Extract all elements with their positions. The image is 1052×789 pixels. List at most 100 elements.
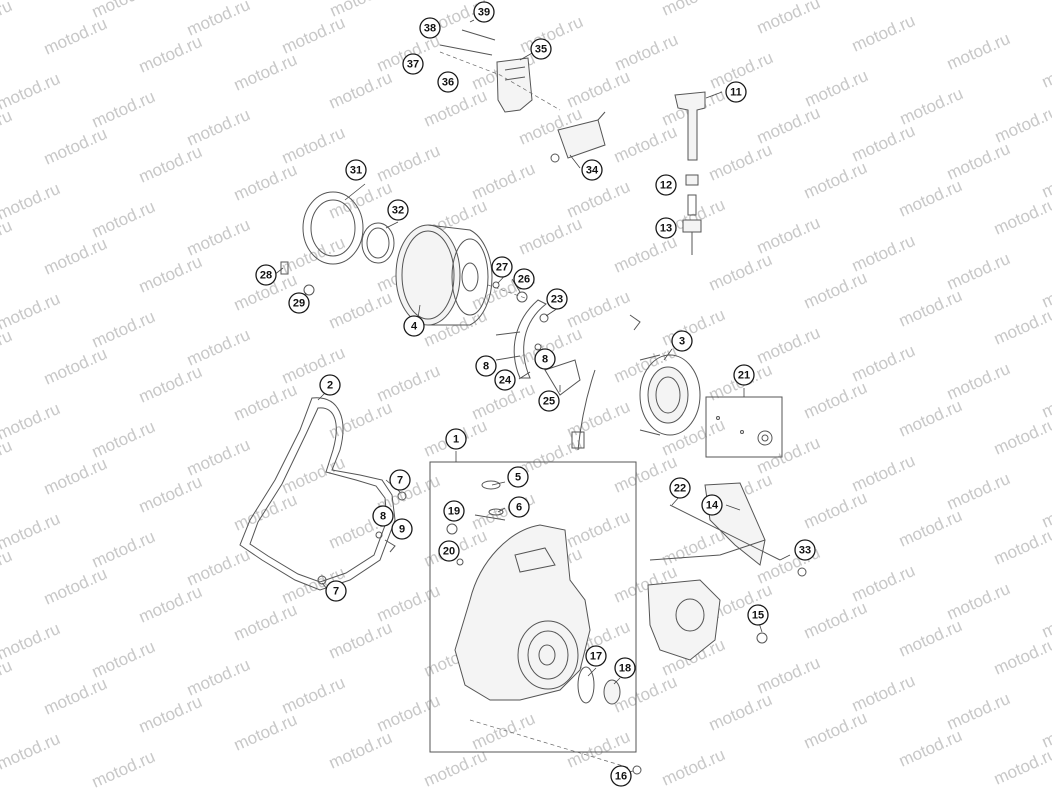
callout-38[interactable]: 38: [419, 17, 441, 39]
watermark-text: motod.ru: [611, 122, 680, 167]
callout-28[interactable]: 28: [255, 264, 277, 286]
callout-19[interactable]: 19: [443, 500, 465, 522]
callout-number: 11: [730, 87, 742, 99]
callout-8[interactable]: 8: [534, 348, 556, 370]
callout-18[interactable]: 18: [614, 657, 636, 679]
watermark-text: motod.ru: [0, 106, 15, 151]
callout-20[interactable]: 20: [438, 540, 460, 562]
callout-circle: [443, 500, 465, 522]
watermark-text: motod.ru: [659, 0, 728, 20]
watermark-text: motod.ru: [801, 378, 870, 423]
callout-24[interactable]: 24: [494, 369, 516, 391]
callout-6[interactable]: 6: [508, 496, 530, 518]
callout-35[interactable]: 35: [530, 38, 552, 60]
callout-circle: [655, 217, 677, 239]
callout-number: 12: [660, 180, 672, 192]
watermark-text: motod.ru: [516, 214, 585, 259]
watermark-text: motod.ru: [801, 488, 870, 533]
callout-circle: [508, 496, 530, 518]
watermark-text: motod.ru: [754, 0, 823, 38]
callout-11[interactable]: 11: [725, 81, 747, 103]
callout-number: 38: [424, 23, 436, 35]
callout-22[interactable]: 22: [669, 477, 691, 499]
callout-12[interactable]: 12: [655, 174, 677, 196]
callout-17[interactable]: 17: [585, 645, 607, 667]
callout-number: 5: [515, 472, 521, 484]
watermark-text: motod.ru: [326, 618, 395, 663]
callout-39[interactable]: 39: [473, 1, 495, 23]
callout-14[interactable]: 14: [701, 494, 723, 516]
callout-27[interactable]: 27: [491, 256, 513, 278]
callout-circle: [438, 540, 460, 562]
watermark-text: motod.ru: [706, 140, 775, 185]
callout-number: 20: [443, 546, 455, 558]
callout-5[interactable]: 5: [507, 466, 529, 488]
watermark-text: motod.ru: [0, 546, 15, 591]
watermark-text: motod.ru: [0, 399, 63, 444]
callout-34[interactable]: 34: [581, 159, 603, 181]
callout-29[interactable]: 29: [288, 292, 310, 314]
callout-number: 39: [478, 7, 490, 19]
callout-21[interactable]: 21: [733, 364, 755, 386]
callout-layer: 1234567788891112131415161718192021222324…: [255, 1, 816, 787]
callout-8[interactable]: 8: [475, 355, 497, 377]
callout-4[interactable]: 4: [403, 315, 425, 337]
callout-23[interactable]: 23: [546, 288, 568, 310]
callout-number: 17: [590, 651, 602, 663]
callout-7[interactable]: 7: [325, 580, 347, 602]
callout-25[interactable]: 25: [538, 390, 560, 412]
callout-circle: [538, 390, 560, 412]
watermark-text: motod.ru: [896, 176, 965, 221]
watermark-text: motod.ru: [0, 69, 63, 114]
callout-number: 23: [551, 294, 563, 306]
callout-number: 36: [442, 77, 454, 89]
callout-33[interactable]: 33: [794, 539, 816, 561]
watermark-text: motod.ru: [991, 194, 1052, 239]
callout-circle: [614, 657, 636, 679]
watermark-text: motod.ru: [0, 436, 15, 481]
sensor-part: [557, 119, 606, 159]
callout-circle: [546, 288, 568, 310]
callout-16[interactable]: 16: [610, 765, 632, 787]
callout-15[interactable]: 15: [747, 604, 769, 626]
watermark-text: motod.ru: [896, 506, 965, 551]
callout-8[interactable]: 8: [372, 505, 394, 527]
callout-number: 27: [496, 262, 508, 274]
callout-circle: [725, 81, 747, 103]
callout-26[interactable]: 26: [513, 268, 535, 290]
callout-37[interactable]: 37: [402, 53, 424, 75]
callout-circle: [475, 355, 497, 377]
watermark-text: motod.ru: [136, 252, 205, 297]
callout-1[interactable]: 1: [445, 428, 467, 450]
callout-36[interactable]: 36: [437, 71, 459, 93]
watermark-text: motod.ru: [326, 68, 395, 113]
watermark-text: motod.ru: [991, 524, 1052, 569]
callout-32[interactable]: 32: [387, 199, 409, 221]
watermark-text: motod.ru: [41, 234, 110, 279]
watermark-text: motod.ru: [564, 0, 633, 2]
watermark-text: motod.ru: [41, 344, 110, 389]
callout-2[interactable]: 2: [319, 374, 341, 396]
callout-circle: [419, 17, 441, 39]
watermark-text: motod.ru: [231, 490, 300, 535]
callout-7[interactable]: 7: [389, 469, 411, 491]
callout-circle: [610, 765, 632, 787]
watermark-text: motod.ru: [421, 86, 490, 131]
callout-circle: [387, 199, 409, 221]
watermark-text: motod.ru: [136, 32, 205, 77]
callout-13[interactable]: 13: [655, 217, 677, 239]
bracket-part: [496, 57, 533, 113]
watermark-text: motod.ru: [231, 380, 300, 425]
callout-9[interactable]: 9: [391, 518, 413, 540]
watermark-text: motod.ru: [136, 472, 205, 517]
callout-number: 19: [448, 506, 460, 518]
callout-31[interactable]: 31: [345, 159, 367, 181]
callout-3[interactable]: 3: [671, 330, 693, 352]
callout-circle: [671, 330, 693, 352]
callout-number: 14: [706, 500, 719, 512]
watermark-text: motod.ru: [136, 362, 205, 407]
callout-circle: [473, 1, 495, 23]
callout-circle: [255, 264, 277, 286]
callout-number: 28: [260, 270, 272, 282]
